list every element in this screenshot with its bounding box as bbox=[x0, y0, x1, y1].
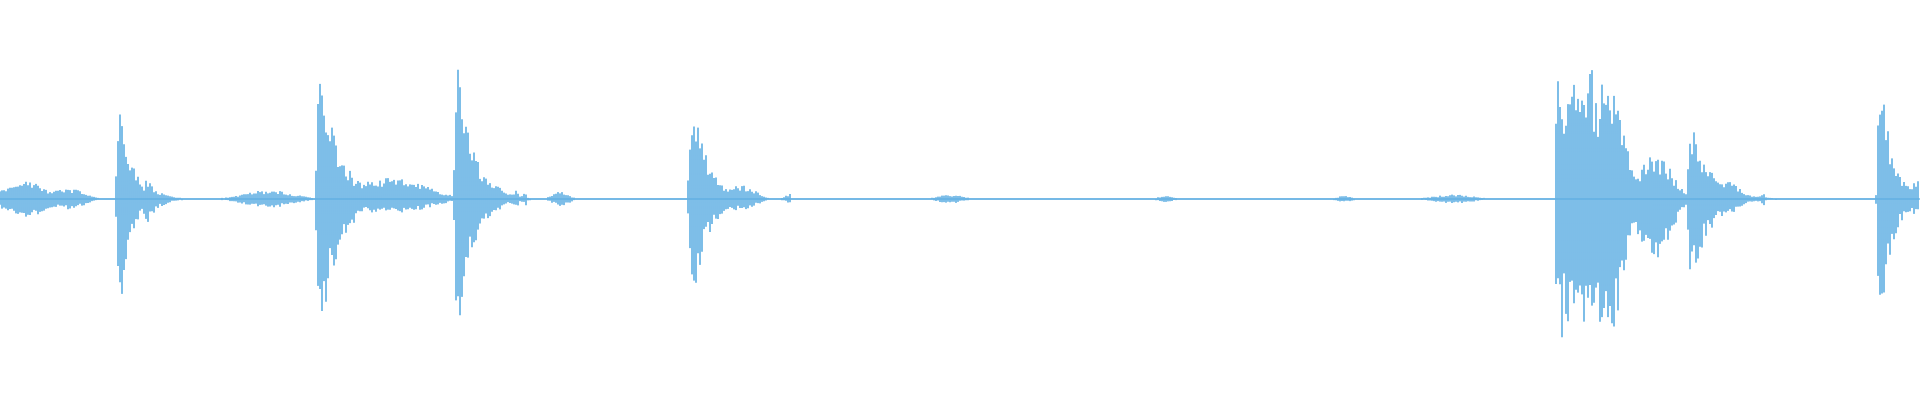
audio-waveform[interactable] bbox=[0, 0, 1920, 400]
audio-waveform-panel[interactable] bbox=[0, 0, 1920, 400]
